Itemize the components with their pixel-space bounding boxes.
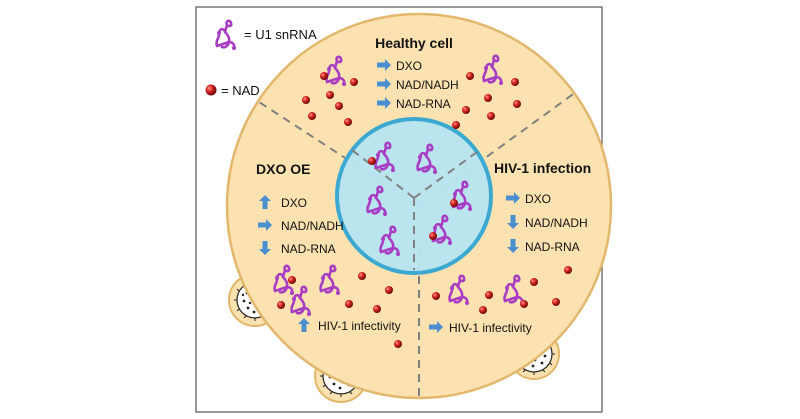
healthy-item-dxo: DXO — [396, 59, 422, 73]
legend: = U1 snRNA = NAD — [205, 19, 317, 98]
nad-icon — [513, 100, 521, 108]
nad-legend-icon — [205, 84, 217, 96]
nad-icon — [432, 292, 440, 300]
nad-icon — [487, 112, 495, 120]
dxo-oe-item-dxo: DXO — [281, 196, 307, 210]
nad-icon — [520, 300, 528, 308]
dxo-oe-item-nad-nadh: NAD/NADH — [281, 219, 344, 233]
nad-icon — [358, 272, 366, 280]
nad-molecules — [277, 72, 572, 348]
nad-icon — [552, 298, 560, 306]
nad-legend-label: = NAD — [221, 83, 260, 98]
dxo-oe-infectivity: HIV-1 infectivity — [318, 319, 401, 333]
nad-icon — [368, 157, 376, 165]
dxo-oe-title: DXO OE — [256, 161, 310, 177]
nad-icon — [479, 306, 487, 314]
nad-icon — [335, 102, 343, 110]
nad-icon — [373, 305, 381, 313]
hiv-infectivity: HIV-1 infectivity — [449, 321, 532, 335]
healthy-item-nad-nadh: NAD/NADH — [396, 78, 459, 92]
nad-icon — [277, 301, 285, 309]
nad-icon — [462, 106, 470, 114]
nad-icon — [564, 266, 572, 274]
nucleus — [335, 117, 493, 275]
nad-icon — [485, 291, 493, 299]
nad-icon — [511, 78, 519, 86]
nad-icon — [394, 340, 402, 348]
nad-icon — [466, 72, 474, 80]
nad-icon — [288, 276, 296, 284]
nad-icon — [484, 94, 492, 102]
nucleus-dividers — [351, 149, 478, 270]
healthy-item-nad-rna: NAD-RNA — [396, 97, 451, 111]
hiv-item-dxo: DXO — [525, 192, 551, 206]
hiv-item-nad-nadh: NAD/NADH — [525, 216, 588, 230]
nad-icon — [308, 112, 316, 120]
nad-icon — [429, 232, 437, 240]
nad-icon — [530, 278, 538, 286]
hiv-title: HIV-1 infection — [494, 160, 591, 176]
nad-icon — [302, 96, 310, 104]
nad-icon — [350, 78, 358, 86]
healthy-title: Healthy cell — [375, 35, 453, 51]
nad-icon — [345, 300, 353, 308]
nad-icon — [326, 91, 334, 99]
u1-legend-label: = U1 snRNA — [244, 27, 317, 42]
dxo-oe-item-nad-rna: NAD-RNA — [281, 242, 336, 256]
nad-icon — [452, 121, 460, 129]
nad-icon — [385, 286, 393, 294]
nad-icon — [344, 118, 352, 126]
hiv-item-nad-rna: NAD-RNA — [525, 240, 580, 254]
nad-icon — [320, 72, 328, 80]
nad-icon — [450, 199, 458, 207]
